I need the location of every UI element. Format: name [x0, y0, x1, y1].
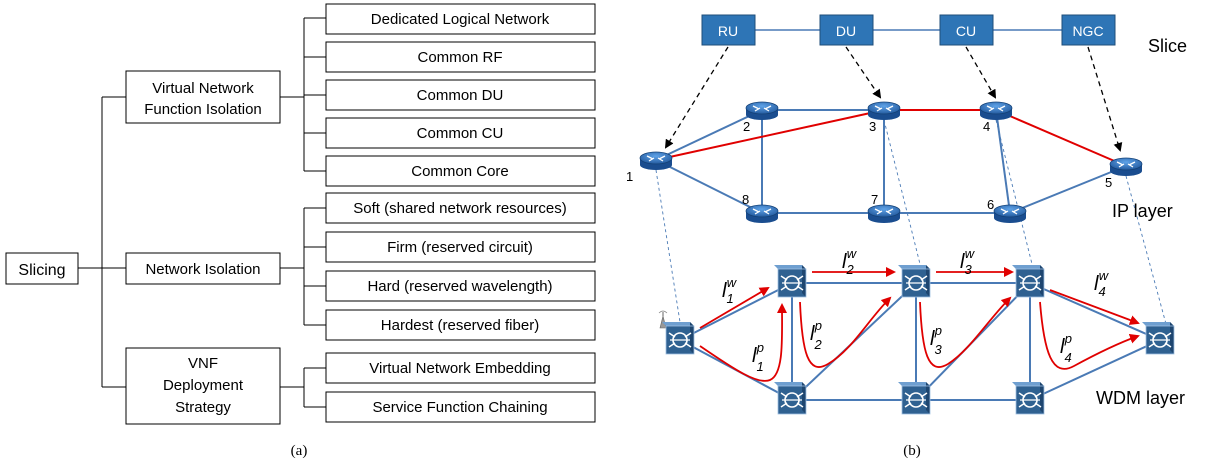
- tree-root-node: Slicing: [5, 252, 79, 285]
- leaf-label: Hardest (reserved fiber): [381, 317, 539, 334]
- ip-node-label: 8: [742, 192, 749, 207]
- caption-b: (b): [903, 443, 921, 459]
- ip-node-label: 5: [1105, 175, 1112, 190]
- ip-node-label: 2: [743, 119, 750, 134]
- tree-leaves: Dedicated Logical Network Common RF Comm…: [325, 3, 596, 423]
- slice-node-cu: [939, 14, 994, 46]
- router-icon: [867, 204, 901, 224]
- lightpaths: [699, 267, 1140, 382]
- lightpath-labels: l1w l2w l3w l4w l1p l2p l3p l4p: [722, 246, 1110, 374]
- leaf-label: Soft (shared network resources): [353, 200, 566, 217]
- wdm-layer-label: WDM layer: [1096, 388, 1185, 408]
- leaf-label: Dedicated Logical Network: [371, 11, 550, 28]
- optical-switch-icon: [1011, 381, 1045, 415]
- lightpath-label: l1p: [752, 340, 764, 374]
- ip-node-label: 4: [983, 119, 990, 134]
- slice-mapping-arrows: [664, 46, 1123, 152]
- leaf-label: Firm (reserved circuit): [387, 239, 533, 256]
- ip-links: [655, 109, 1127, 214]
- group-label-line: Network Isolation: [145, 261, 260, 278]
- slice-node-ru: [701, 14, 756, 46]
- wdm-links: [679, 282, 1161, 401]
- lightpath-label: l2w: [842, 246, 858, 277]
- slice-chain: RU DU CU NGC: [701, 14, 1116, 46]
- ip-node-label: 6: [987, 197, 994, 212]
- optical-switch-icon: [773, 264, 807, 298]
- router-icon: [639, 151, 673, 171]
- router-icon: [867, 101, 901, 121]
- ip-node-label: 1: [626, 169, 633, 184]
- lightpath-label: l4p: [1060, 331, 1072, 365]
- leaf-label: Common Core: [411, 163, 509, 180]
- optical-switch-icon: [1141, 321, 1175, 355]
- group-label-line: Strategy: [175, 399, 231, 416]
- lightpath-label: l3w: [960, 246, 976, 277]
- slice-layer-label: Slice: [1148, 36, 1187, 56]
- leaf-label: Hard (reserved wavelength): [367, 278, 552, 295]
- group-label-line: Deployment: [163, 377, 244, 394]
- router-icon: [1109, 157, 1143, 177]
- lightpath-label: l4w: [1094, 268, 1110, 299]
- slice-node-ngc: [1061, 14, 1116, 46]
- router-icon: [745, 101, 779, 121]
- group-label-line: VNF: [188, 355, 218, 372]
- optical-switch-icon: [1011, 264, 1045, 298]
- ip-node-label: 3: [869, 119, 876, 134]
- slice-node-label: DU: [836, 23, 856, 39]
- ip-routers: [639, 101, 1143, 224]
- group-label-line: Virtual Network: [152, 80, 254, 97]
- optical-switch-icon: [661, 321, 695, 355]
- optical-switch-icon: [897, 381, 931, 415]
- caption-a: (a): [291, 443, 308, 459]
- leaf-label: Virtual Network Embedding: [369, 360, 550, 377]
- optical-switch-icon: [897, 264, 931, 298]
- ip-layer-label: IP layer: [1112, 201, 1173, 221]
- leaf-label: Common RF: [417, 49, 502, 66]
- lightpath-label: l1w: [722, 275, 738, 306]
- leaf-label: Common DU: [417, 87, 504, 104]
- leaf-label: Common CU: [417, 125, 504, 142]
- router-icon: [979, 101, 1013, 121]
- optical-switch-icon: [773, 381, 807, 415]
- router-icon: [993, 204, 1027, 224]
- tree-root-label: Slicing: [18, 262, 65, 279]
- tree-group-network-isolation: Network Isolation: [125, 252, 281, 285]
- tree-group-vnf-deployment: VNF Deployment Strategy: [125, 347, 281, 425]
- inter-layer-lines: [655, 119, 1167, 325]
- slice-node-label: RU: [718, 23, 738, 39]
- slice-node-label: NGC: [1072, 23, 1103, 39]
- leaf-label: Service Function Chaining: [372, 399, 547, 416]
- taxonomy-tree: [78, 17, 326, 408]
- group-label-line: Function Isolation: [144, 101, 262, 118]
- ip-node-label: 7: [871, 192, 878, 207]
- router-icon: [745, 204, 779, 224]
- slice-node-label: CU: [956, 23, 976, 39]
- lightpath-label: l2p: [810, 318, 822, 352]
- tree-group-vnf-isolation: Virtual Network Function Isolation: [125, 70, 281, 124]
- ip-node-labels: 1 2 3 4 5 6 7 8: [626, 119, 1112, 212]
- lightpath-label: l3p: [930, 323, 942, 357]
- slice-node-du: [819, 14, 874, 46]
